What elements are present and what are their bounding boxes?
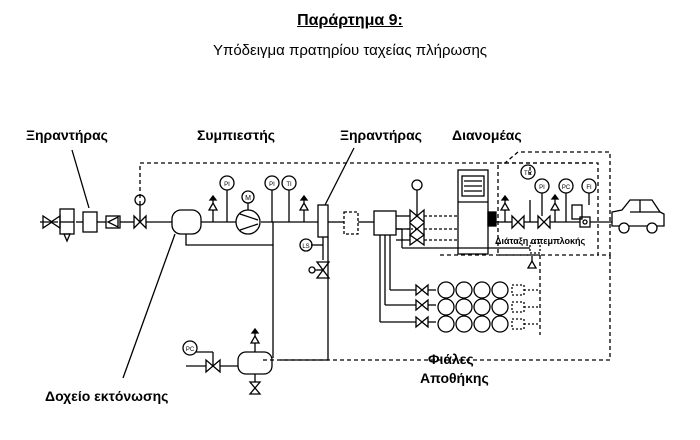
dispenser-boundary: [497, 162, 599, 256]
dryer-inlet-pointer: [71, 149, 90, 209]
pressure-controller-blowdown: PC: [182, 340, 198, 356]
label-dispensers: Διανομέας: [452, 127, 522, 143]
label-storage-cylinders-2: Αποθήκης: [420, 370, 489, 386]
label-breakaway: Διάταξη απεμπλοκής: [495, 236, 586, 246]
dispenser-line: [496, 165, 580, 230]
label-storage-cylinders-1: Φιάλες: [428, 351, 474, 367]
storage-safety-valve: [520, 242, 541, 269]
control-line-top: [139, 151, 611, 256]
priority-panel-upper: [396, 179, 458, 247]
svg-text:TI: TI: [286, 182, 292, 188]
page-title: Παράρτημα 9:: [297, 12, 403, 29]
cylinder-safety-devices: [511, 284, 540, 330]
level-switch: LS: [299, 237, 331, 279]
storage-cylinders: [437, 281, 509, 333]
safety-valve-discharge: [298, 194, 310, 222]
svg-text:FI: FI: [586, 185, 592, 191]
label-dryer-inlet: Ξηραντήρας: [26, 127, 108, 143]
label-compressor: Συμπιεστής: [197, 127, 276, 143]
vehicle-icon: [611, 199, 665, 234]
temperature-recorder: TR: [520, 164, 536, 180]
svg-text:PI: PI: [224, 182, 230, 188]
storage-feed-lines: [379, 228, 520, 323]
compressor: [235, 203, 261, 235]
return-line-right: [262, 255, 611, 361]
label-dryer-outlet: Ξηραντήρας: [340, 127, 422, 143]
safety-valve-compressor: [207, 194, 219, 222]
svg-text:PC: PC: [186, 347, 195, 353]
flow-indicator: FI: [571, 178, 597, 220]
flow-meter: [105, 215, 121, 229]
motor-indicator: M: [241, 190, 255, 204]
svg-text:M: M: [245, 195, 251, 202]
dryer-outlet-column: [317, 204, 329, 238]
svg-text:LS: LS: [302, 244, 309, 250]
inlet-filter: [59, 208, 75, 243]
inlet-control-valve: [133, 194, 147, 230]
storage-valve-3: [415, 315, 436, 329]
label-blowdown-vessel: Δοχείο εκτόνωσης: [45, 388, 169, 404]
svg-text:PC: PC: [562, 185, 571, 191]
pressure-indicator-dispenser: PI: [534, 178, 550, 216]
storage-valve-1: [415, 283, 436, 297]
pressure-controller-dispenser: PC: [558, 178, 574, 222]
dryer-inlet-vessel: [82, 211, 98, 233]
pressure-indicator-discharge: PI: [264, 175, 280, 222]
blowdown-vessel: [186, 327, 273, 395]
filter-block: [343, 211, 359, 235]
svg-text:PI: PI: [269, 182, 275, 188]
storage-valve-2: [415, 298, 436, 312]
dispenser-cabinet: [457, 169, 497, 255]
dryer-outlet-pointer: [324, 147, 355, 206]
svg-text:PI: PI: [539, 185, 545, 191]
recirculation-loop: [122, 222, 329, 379]
breakaway-coupling: [579, 216, 612, 228]
temperature-indicator: TI: [281, 175, 297, 222]
buffer-vessel: [171, 209, 202, 235]
page-subtitle: Υπόδειγμα πρατηρίου ταχείας πλήρωσης: [212, 42, 488, 59]
distribution-manifold: [373, 210, 397, 236]
pressure-indicator-compressor: PI: [219, 175, 235, 222]
svg-text:TR: TR: [524, 171, 533, 177]
